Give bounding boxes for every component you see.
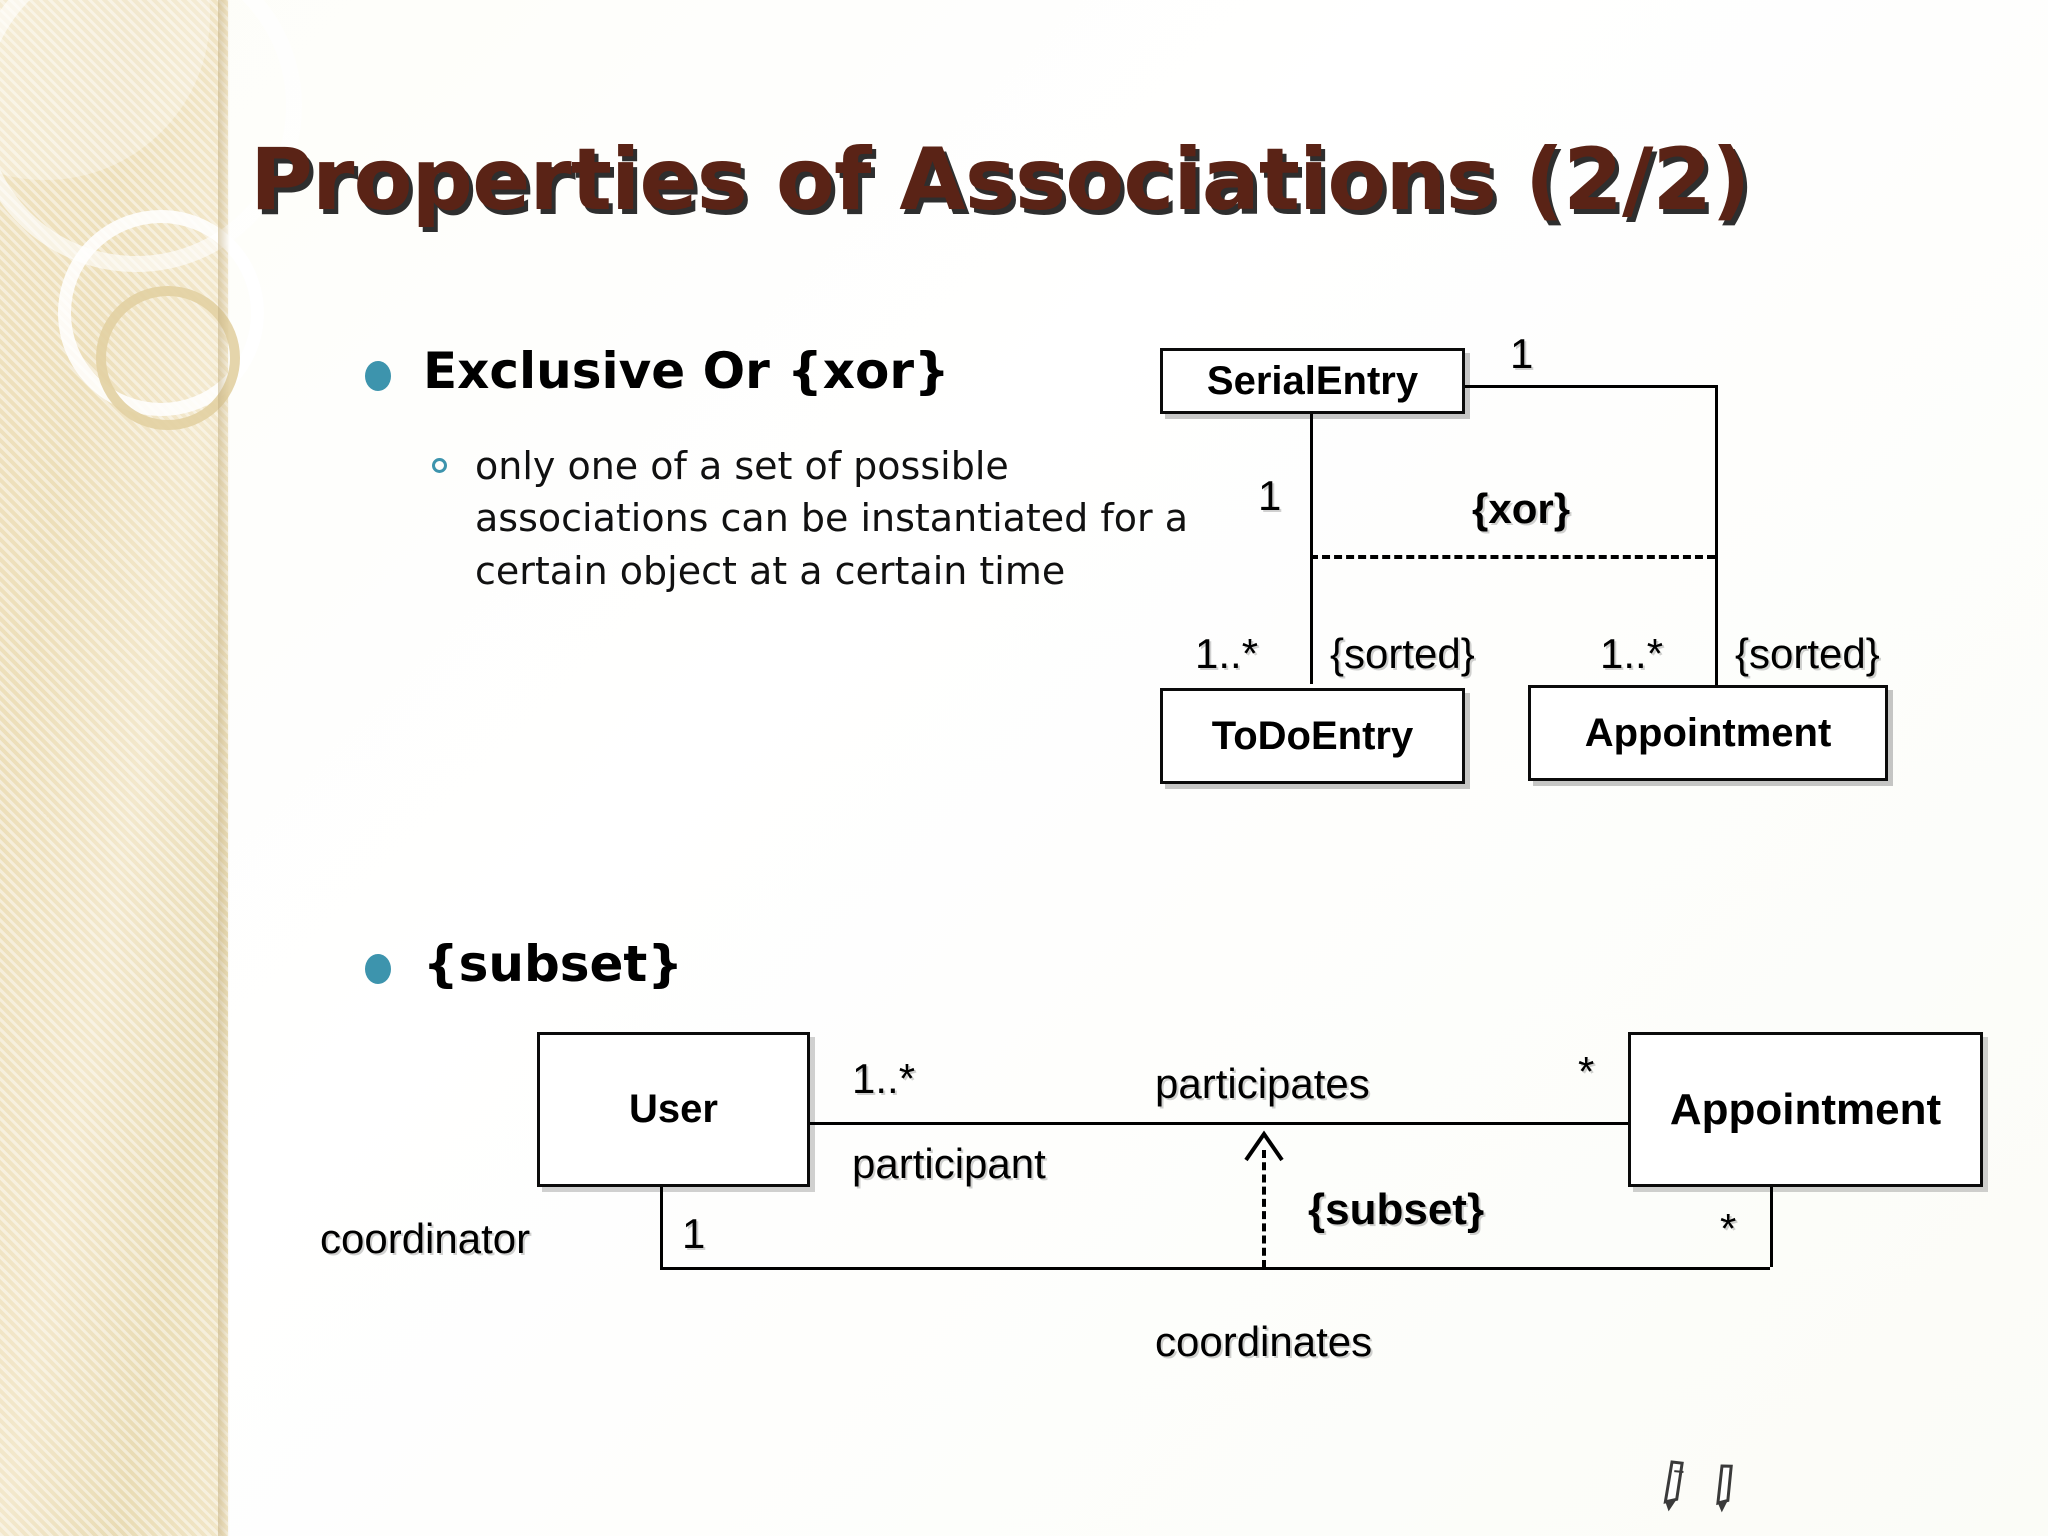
bullet-item-xor: Exclusive Or {xor} [365, 345, 950, 398]
bullet-item-subset: {subset} [365, 938, 683, 991]
coordinates-mult-left: 1 [682, 1210, 706, 1257]
uml-class-appointment-xor: Appointment [1528, 685, 1888, 781]
subset-constraint-dashed-line [1262, 1150, 1266, 1268]
uml-class-serialentry-label: SerialEntry [1206, 358, 1419, 403]
bullet-label-xor: Exclusive Or {xor} [423, 342, 950, 400]
xor-constraint-dashed-line [1310, 555, 1715, 559]
participates-name-label: participates [1155, 1060, 1370, 1107]
uml-class-appointment-subset-label: Appointment [1669, 1084, 1942, 1134]
page-title: Properties of Associations (2/2) [250, 130, 1751, 230]
uml-class-appointment-xor-label: Appointment [1584, 710, 1832, 755]
sub-bullet-text-xor: only one of a set of possible associatio… [475, 444, 1189, 593]
bullet-label-subset: {subset} [423, 935, 683, 993]
xor-connector-left-vertical [1310, 414, 1313, 684]
xor-mult-right-bottom: 1..* [1600, 630, 1664, 677]
pencil-icon-2 [1716, 1464, 1733, 1513]
decorative-band-edge [218, 0, 230, 1536]
sub-bullet-item-xor: only one of a set of possible associatio… [432, 440, 1235, 597]
coordinates-horizontal-line [660, 1267, 1770, 1270]
xor-sorted-right: {sorted} [1735, 630, 1880, 677]
uml-class-todoentry-label: ToDoEntry [1211, 713, 1414, 758]
pencil-icon-1 [1663, 1460, 1684, 1512]
uml-class-todoentry: ToDoEntry [1160, 688, 1465, 784]
coordinates-name-label: coordinates [1155, 1318, 1373, 1365]
uml-class-serialentry: SerialEntry [1160, 348, 1465, 414]
coordinates-right-vertical [1770, 1187, 1773, 1267]
participates-association-line [810, 1122, 1628, 1125]
participant-role-label: participant [852, 1140, 1046, 1187]
xor-mult-left-bottom: 1..* [1195, 630, 1259, 677]
uml-class-user: User [537, 1032, 810, 1187]
participates-mult-left: 1..* [852, 1055, 916, 1102]
xor-sorted-left: {sorted} [1330, 630, 1475, 677]
xor-mult-left-top: 1 [1258, 472, 1282, 519]
coordinates-left-vertical [660, 1187, 663, 1267]
bullet-dot-icon [365, 361, 391, 391]
xor-mult-top-right: 1 [1510, 330, 1534, 377]
xor-constraint-label: {xor} [1472, 485, 1571, 532]
sub-bullet-dot-icon [432, 458, 447, 473]
coordinator-role-label: coordinator [320, 1215, 531, 1262]
decorative-ring-small [96, 286, 240, 430]
xor-connector-right-vertical [1715, 385, 1718, 685]
coordinates-mult-right: * [1720, 1205, 1737, 1252]
xor-connector-top-horizontal [1465, 385, 1715, 388]
subset-constraint-label: {subset} [1308, 1185, 1485, 1234]
bullet-dot-icon-2 [365, 954, 391, 984]
uml-class-user-label: User [629, 1087, 718, 1131]
participates-mult-right: * [1578, 1048, 1595, 1095]
uml-class-appointment-subset: Appointment [1628, 1032, 1983, 1187]
